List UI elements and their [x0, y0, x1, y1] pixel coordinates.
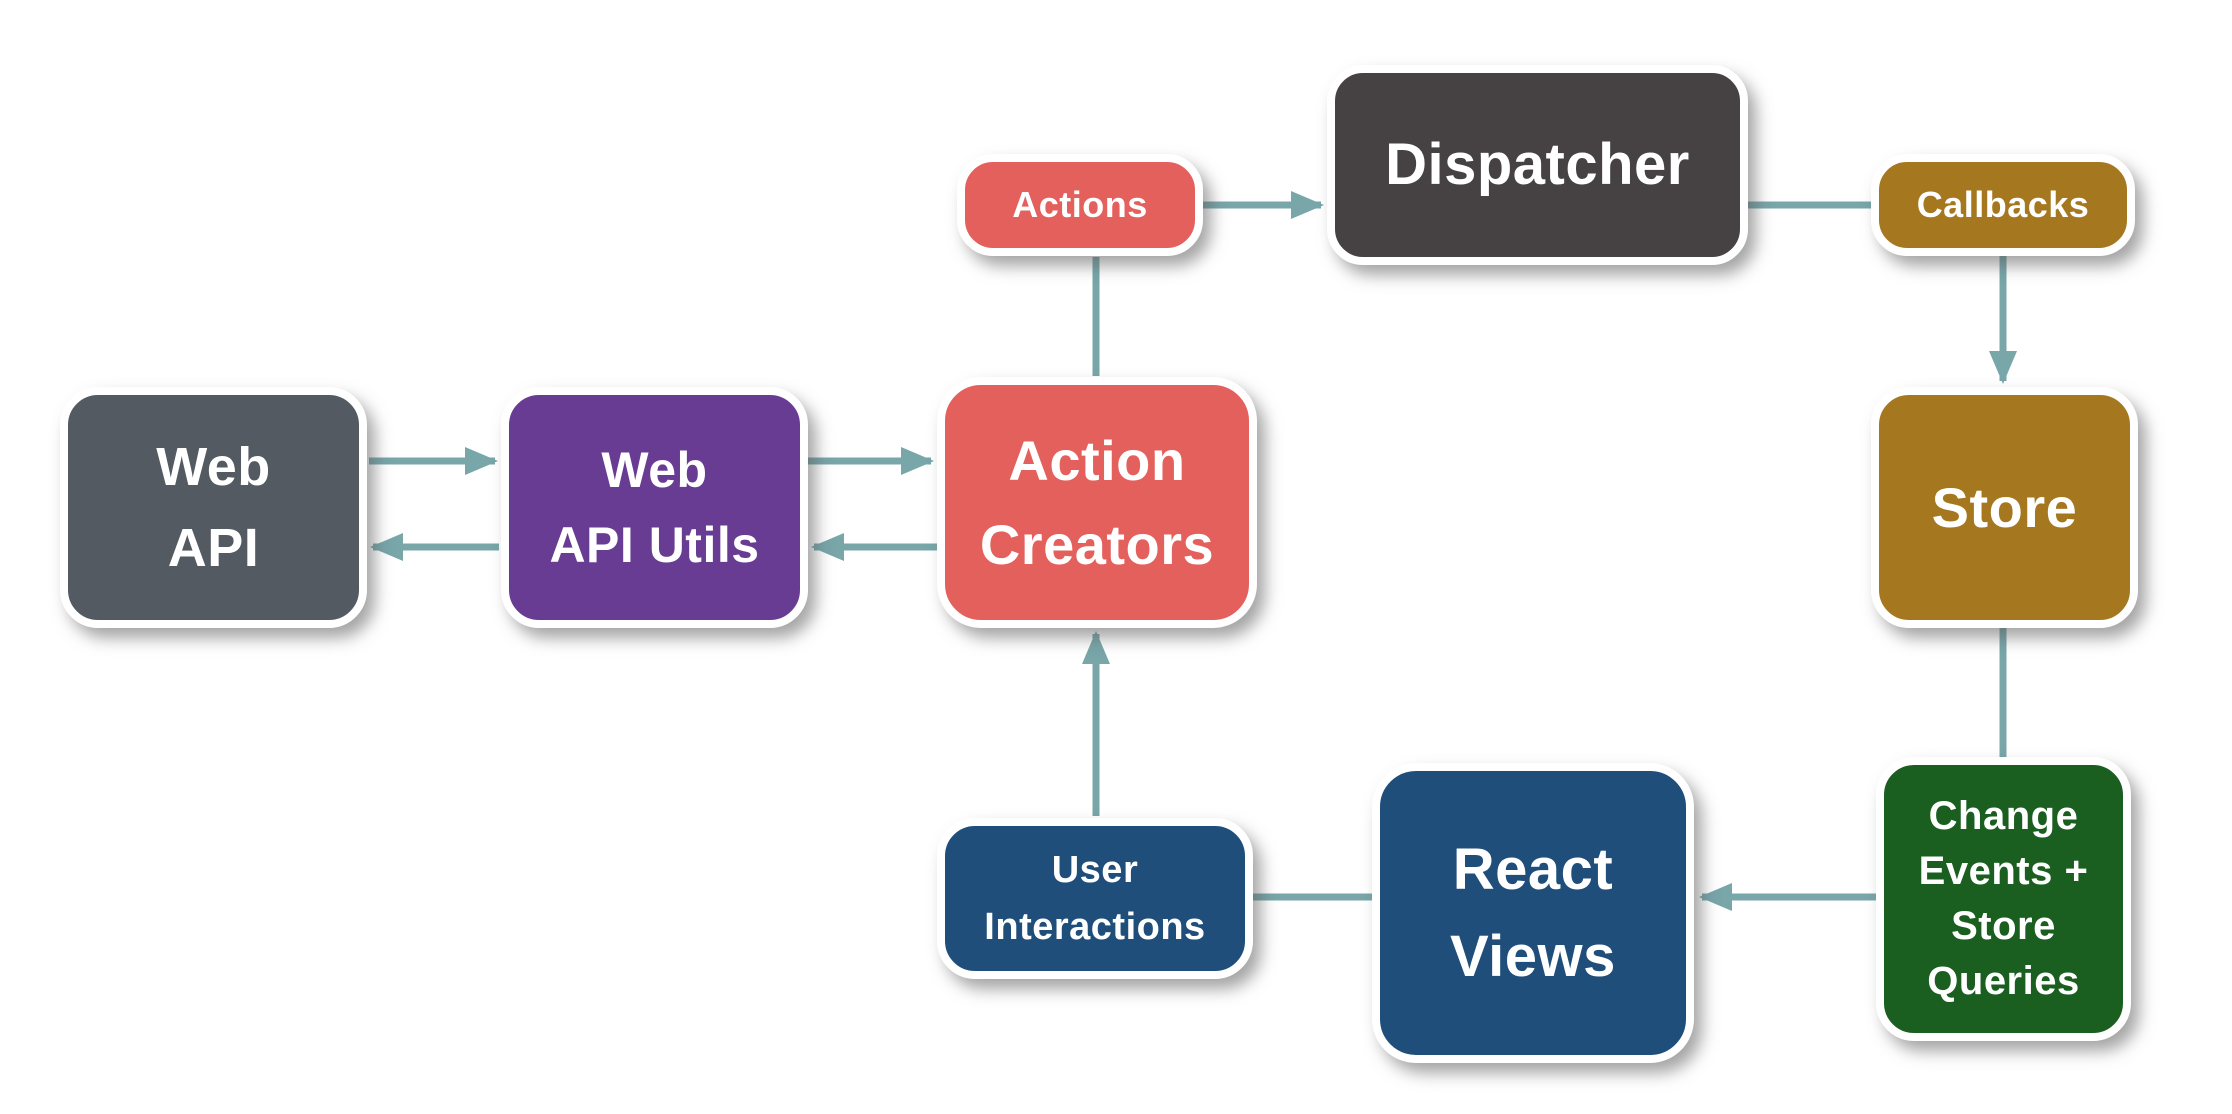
node-web-api-utils: Web API Utils [501, 387, 808, 628]
node-change-events-store-queries: Change Events + Store Queries [1876, 757, 2131, 1041]
node-web-api: Web API [60, 387, 367, 628]
node-dispatcher: Dispatcher [1327, 65, 1748, 265]
node-store: Store [1871, 387, 2138, 628]
node-react-views: React Views [1372, 763, 1694, 1063]
node-web-api-label: Web API [156, 436, 271, 578]
node-web-api-utils-label: Web API Utils [549, 441, 760, 573]
node-callbacks-label: Callbacks [1916, 184, 2090, 226]
node-action-creators: Action Creators [937, 377, 1257, 628]
node-callbacks: Callbacks [1871, 154, 2135, 256]
node-change-events-store-queries-label: Change Events + Store Queries [1918, 793, 2089, 1004]
node-dispatcher-label: Dispatcher [1385, 132, 1690, 198]
node-action-creators-label: Action Creators [979, 428, 1215, 576]
node-user-interactions: User Interactions [937, 818, 1253, 979]
node-react-views-label: React Views [1450, 837, 1616, 989]
node-actions: Actions [957, 154, 1203, 256]
node-store-label: Store [1931, 475, 2078, 539]
node-actions-label: Actions [1012, 184, 1148, 226]
node-user-interactions-label: User Interactions [984, 848, 1206, 948]
